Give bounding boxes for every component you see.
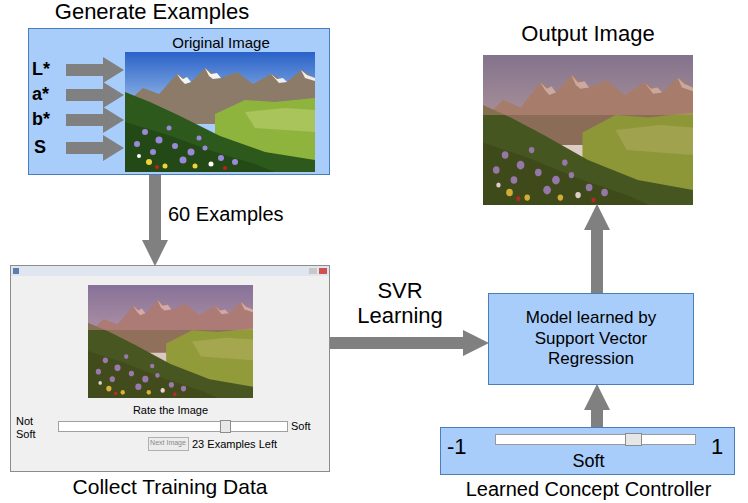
channel-label: L* bbox=[32, 59, 50, 80]
slider-min: -1 bbox=[447, 434, 481, 459]
panel-heading: Generate Examples bbox=[1, 0, 303, 24]
slider-min-label: Not Soft bbox=[16, 415, 50, 440]
flow-arrow bbox=[330, 337, 464, 349]
flow-arrow bbox=[149, 175, 161, 241]
channel-arrows bbox=[66, 57, 124, 161]
process-box: Model learned by Support Vector Regressi… bbox=[488, 293, 694, 385]
concept-name: Soft bbox=[441, 451, 736, 472]
image-caption: Original Image bbox=[126, 34, 316, 51]
channel-label: b* bbox=[32, 109, 50, 130]
controller-box: -11SoftLearned Concept Controller bbox=[440, 427, 735, 475]
generate-panel: Generate ExamplesOriginal Image bbox=[28, 28, 330, 175]
edge-label: SVR Learning bbox=[350, 278, 450, 329]
training-window: Rate the ImageNot Soft SoftNext Image 23 E… bbox=[10, 265, 330, 472]
controller-heading: Learned Concept Controller bbox=[421, 478, 748, 501]
panel-fill bbox=[28, 28, 330, 175]
output-image bbox=[483, 55, 693, 205]
flow-arrow bbox=[591, 229, 603, 293]
slider-max: 1 bbox=[711, 434, 733, 459]
rating-prompt: Rate the Image bbox=[88, 404, 253, 417]
model-label: Model learned by Support Vector Regressi… bbox=[499, 308, 683, 369]
slider-max-label: Soft bbox=[291, 420, 327, 433]
channel-label: a* bbox=[32, 84, 49, 105]
edge-label: 60 Examples bbox=[168, 203, 308, 226]
controller-fill bbox=[440, 427, 735, 475]
output-image-box: Output Image bbox=[483, 55, 693, 205]
window-heading: Collect Training Data bbox=[0, 475, 340, 499]
remaining-count: 23 Examples Left bbox=[192, 438, 322, 451]
channel-label: S bbox=[34, 137, 46, 158]
training-window-chrome bbox=[11, 266, 330, 472]
output-heading: Output Image bbox=[473, 21, 703, 46]
original-image bbox=[125, 52, 315, 172]
flow-arrow bbox=[591, 409, 603, 427]
button-label: Next Image bbox=[148, 439, 188, 447]
